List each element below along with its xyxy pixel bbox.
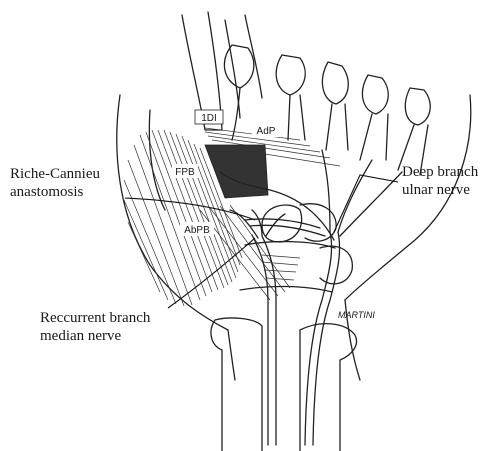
thenar-muscles: [124, 128, 340, 306]
label-1di: 1DI: [201, 113, 217, 124]
label-deep-branch-line1: Deep branch: [402, 164, 479, 180]
label-abpb: AbPB: [184, 225, 210, 236]
label-deep-branch-line2: ulnar nerve: [402, 182, 470, 198]
label-riche-line1: Riche-Cannieu: [10, 166, 100, 182]
leader-riche: [125, 198, 255, 220]
leader-deep-branch: [334, 175, 398, 232]
label-riche-line2: anastomosis: [10, 184, 83, 200]
label-recurrent-line1: Reccurrent branch: [40, 310, 151, 326]
label-recurrent-line2: median nerve: [40, 328, 122, 344]
label-adp: AdP: [257, 126, 276, 137]
artist-signature: MARTINI: [338, 310, 375, 320]
label-fpb: FPB: [175, 167, 195, 178]
forearm-bones: [211, 318, 357, 451]
